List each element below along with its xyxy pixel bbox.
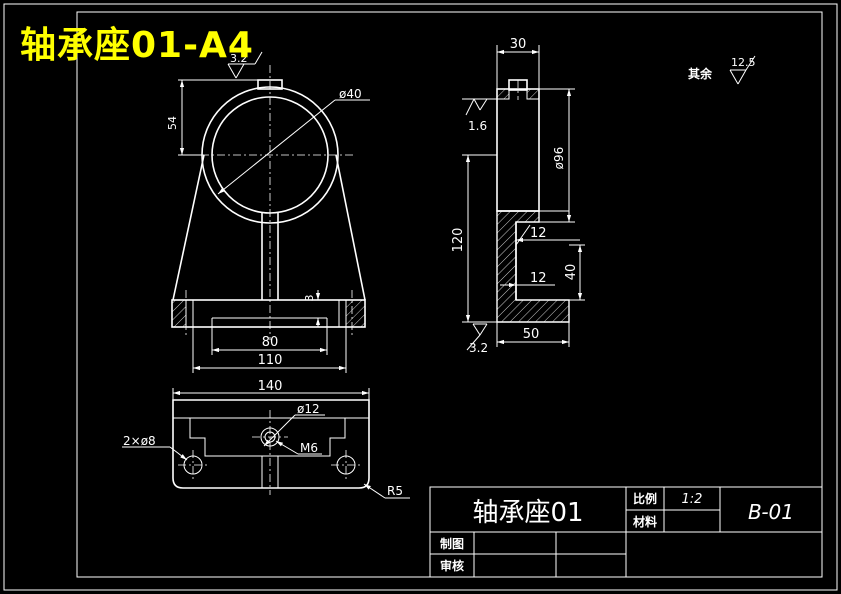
checked-label: 审核 xyxy=(440,558,464,573)
side-view: 30 ø96 1.6 120 12 12 40 xyxy=(451,37,585,355)
scale-value: 1:2 xyxy=(682,492,703,507)
front-roughness-top: 3.2 xyxy=(227,51,263,79)
general-roughness-value: 12.5 xyxy=(731,56,756,69)
top-dim-2xdia8: 2×ø8 xyxy=(123,434,156,448)
front-dim-dia40: ø40 xyxy=(339,87,362,101)
top-view: 140 ø12 M6 2×ø8 R5 xyxy=(122,379,410,499)
title-block: 轴承座01 比例 1:2 材料 B-01 制图 审核 xyxy=(429,486,823,578)
drawn-label: 制图 xyxy=(440,536,464,551)
side-dim-dia96: ø96 xyxy=(552,147,566,170)
drawing-number: B-01 xyxy=(748,500,794,524)
front-dim-110: 110 xyxy=(258,353,283,368)
drawing-title: 轴承座01-A4 xyxy=(20,25,254,66)
front-dim-3: 3 xyxy=(303,295,316,302)
front-dim-80: 80 xyxy=(262,335,279,350)
top-dim-dia12: ø12 xyxy=(297,402,320,416)
side-roughness-bottom: 3.2 xyxy=(466,323,488,355)
side-dim-12-lower: 12 xyxy=(530,271,547,286)
material-label: 材料 xyxy=(632,514,657,529)
side-dim-120: 120 xyxy=(451,228,466,253)
side-dim-40: 40 xyxy=(564,264,579,281)
drawing-border xyxy=(3,3,838,591)
scale-label: 比例 xyxy=(633,491,657,506)
front-view: 54 ø40 3.2 3 80 110 xyxy=(166,51,370,373)
side-dim-12-upper: 12 xyxy=(530,226,547,241)
part-name: 轴承座01 xyxy=(472,498,583,528)
front-roughness-text: 3.2 xyxy=(230,52,248,65)
top-dim-r5: R5 xyxy=(387,484,403,498)
general-roughness-label: 其余 xyxy=(688,66,713,81)
top-dim-m6: M6 xyxy=(300,441,318,455)
side-roughness-top: 1.6 xyxy=(462,98,497,133)
side-dim-50: 50 xyxy=(523,327,540,342)
front-dim-54: 54 xyxy=(166,116,179,130)
side-roughness-bottom-text: 3.2 xyxy=(469,341,488,355)
side-roughness-top-text: 1.6 xyxy=(468,119,487,133)
general-roughness: 其余 12.5 xyxy=(688,55,756,85)
side-dim-30: 30 xyxy=(510,37,527,52)
top-dim-140: 140 xyxy=(258,379,283,394)
